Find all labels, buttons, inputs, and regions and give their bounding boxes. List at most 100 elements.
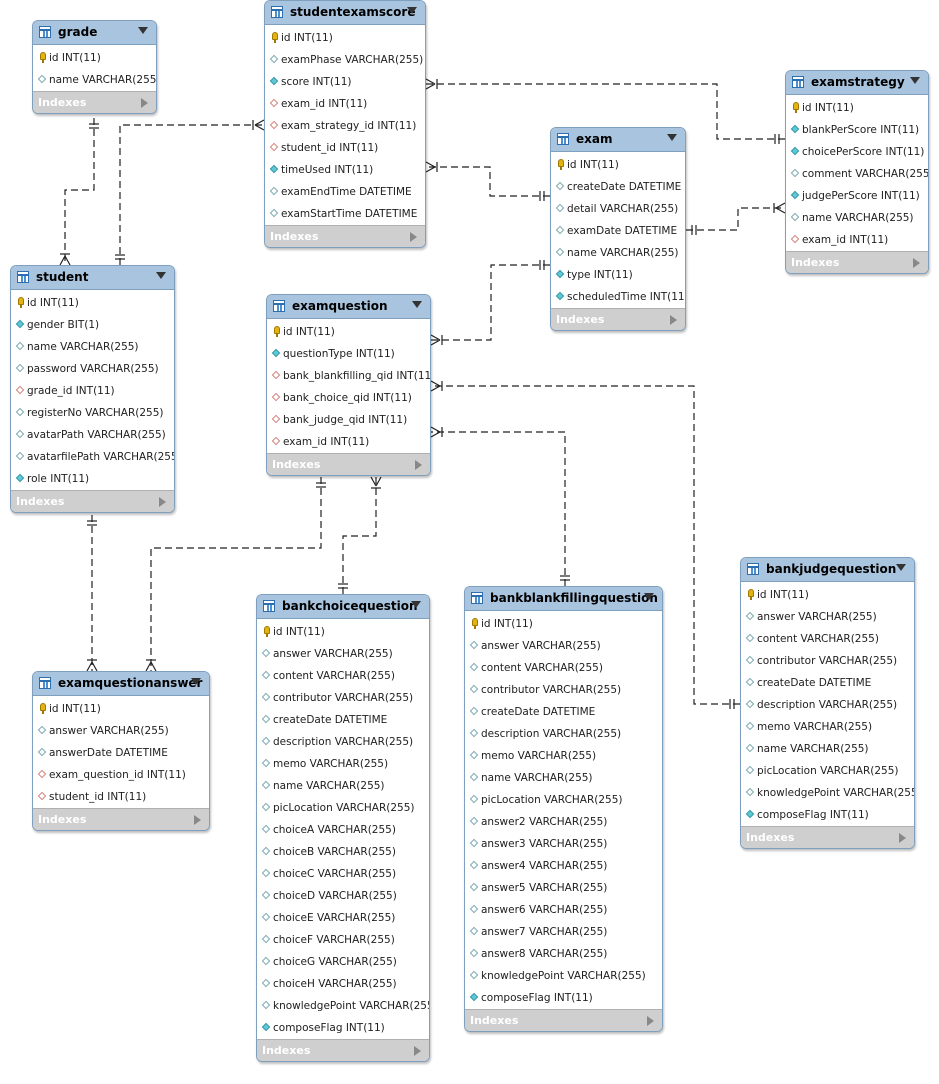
column-row[interactable]: judgePerScore INT(11)	[786, 185, 928, 207]
column-row[interactable]: choiceC VARCHAR(255)	[257, 863, 429, 885]
indexes-section[interactable]: Indexes	[33, 91, 156, 113]
column-row[interactable]: examEndTime DATETIME	[265, 181, 425, 203]
column-row[interactable]: choiceG VARCHAR(255)	[257, 951, 429, 973]
column-row[interactable]: exam_strategy_id INT(11)	[265, 115, 425, 137]
column-row[interactable]: createDate DATETIME	[741, 672, 914, 694]
collapse-arrow-icon[interactable]	[407, 7, 417, 14]
column-row[interactable]: answer6 VARCHAR(255)	[465, 899, 662, 921]
column-row[interactable]: name VARCHAR(255)	[741, 738, 914, 760]
column-row[interactable]: answer4 VARCHAR(255)	[465, 855, 662, 877]
column-row[interactable]: answer VARCHAR(255)	[257, 643, 429, 665]
column-row[interactable]: choiceD VARCHAR(255)	[257, 885, 429, 907]
indexes-section[interactable]: Indexes	[741, 826, 914, 848]
column-row[interactable]: id INT(11)	[267, 321, 430, 343]
collapse-arrow-icon[interactable]	[644, 593, 654, 600]
column-row[interactable]: picLocation VARCHAR(255)	[257, 797, 429, 819]
expand-arrow-icon[interactable]	[415, 460, 422, 470]
column-row[interactable]: knowledgePoint VARCHAR(255)	[465, 965, 662, 987]
column-row[interactable]: contributor VARCHAR(255)	[465, 679, 662, 701]
column-row[interactable]: grade_id INT(11)	[11, 380, 174, 402]
column-row[interactable]: detail VARCHAR(255)	[551, 198, 685, 220]
column-row[interactable]: score INT(11)	[265, 71, 425, 93]
column-row[interactable]: content VARCHAR(255)	[741, 628, 914, 650]
column-row[interactable]: id INT(11)	[33, 698, 209, 720]
column-row[interactable]: choicePerScore INT(11)	[786, 141, 928, 163]
column-row[interactable]: comment VARCHAR(255)	[786, 163, 928, 185]
expand-arrow-icon[interactable]	[141, 98, 148, 108]
expand-arrow-icon[interactable]	[159, 497, 166, 507]
column-row[interactable]: choiceE VARCHAR(255)	[257, 907, 429, 929]
column-row[interactable]: picLocation VARCHAR(255)	[741, 760, 914, 782]
column-row[interactable]: bank_choice_qid INT(11)	[267, 387, 430, 409]
indexes-section[interactable]: Indexes	[551, 308, 685, 330]
column-row[interactable]: contributor VARCHAR(255)	[741, 650, 914, 672]
expand-arrow-icon[interactable]	[414, 1046, 421, 1056]
indexes-section[interactable]: Indexes	[265, 225, 425, 247]
column-row[interactable]: answer2 VARCHAR(255)	[465, 811, 662, 833]
column-row[interactable]: name VARCHAR(255)	[786, 207, 928, 229]
expand-arrow-icon[interactable]	[899, 833, 906, 843]
column-row[interactable]: composeFlag INT(11)	[465, 987, 662, 1009]
column-row[interactable]: id INT(11)	[741, 584, 914, 606]
column-row[interactable]: exam_id INT(11)	[267, 431, 430, 453]
expand-arrow-icon[interactable]	[194, 815, 201, 825]
column-row[interactable]: picLocation VARCHAR(255)	[465, 789, 662, 811]
table-header[interactable]: examquestion	[267, 295, 430, 319]
column-row[interactable]: contributor VARCHAR(255)	[257, 687, 429, 709]
column-row[interactable]: name VARCHAR(255)	[33, 69, 156, 91]
expand-arrow-icon[interactable]	[670, 315, 677, 325]
column-row[interactable]: createDate DATETIME	[465, 701, 662, 723]
column-row[interactable]: composeFlag INT(11)	[741, 804, 914, 826]
indexes-section[interactable]: Indexes	[786, 251, 928, 273]
column-row[interactable]: student_id INT(11)	[33, 786, 209, 808]
column-row[interactable]: name VARCHAR(255)	[257, 775, 429, 797]
column-row[interactable]: id INT(11)	[33, 47, 156, 69]
column-row[interactable]: content VARCHAR(255)	[465, 657, 662, 679]
column-row[interactable]: bank_blankfilling_qid INT(11)	[267, 365, 430, 387]
column-row[interactable]: name VARCHAR(255)	[465, 767, 662, 789]
collapse-arrow-icon[interactable]	[191, 678, 201, 685]
column-row[interactable]: gender BIT(1)	[11, 314, 174, 336]
column-row[interactable]: content VARCHAR(255)	[257, 665, 429, 687]
table-header[interactable]: student	[11, 266, 174, 290]
table-header[interactable]: examstrategy	[786, 71, 928, 95]
column-row[interactable]: createDate DATETIME	[551, 176, 685, 198]
column-row[interactable]: type INT(11)	[551, 264, 685, 286]
column-row[interactable]: examDate DATETIME	[551, 220, 685, 242]
table-header[interactable]: grade	[33, 21, 156, 45]
collapse-arrow-icon[interactable]	[156, 272, 166, 279]
column-row[interactable]: choiceA VARCHAR(255)	[257, 819, 429, 841]
column-row[interactable]: questionType INT(11)	[267, 343, 430, 365]
collapse-arrow-icon[interactable]	[412, 301, 422, 308]
column-row[interactable]: memo VARCHAR(255)	[257, 753, 429, 775]
column-row[interactable]: knowledgePoint VARCHAR(255)	[741, 782, 914, 804]
column-row[interactable]: id INT(11)	[257, 621, 429, 643]
column-row[interactable]: name VARCHAR(255)	[551, 242, 685, 264]
indexes-section[interactable]: Indexes	[33, 808, 209, 830]
indexes-section[interactable]: Indexes	[267, 453, 430, 475]
column-row[interactable]: avatarfilePath VARCHAR(255)	[11, 446, 174, 468]
table-header[interactable]: bankchoicequestion	[257, 595, 429, 619]
column-row[interactable]: scheduledTime INT(11)	[551, 286, 685, 308]
column-row[interactable]: createDate DATETIME	[257, 709, 429, 731]
column-row[interactable]: exam_id INT(11)	[786, 229, 928, 251]
column-row[interactable]: answer7 VARCHAR(255)	[465, 921, 662, 943]
column-row[interactable]: description VARCHAR(255)	[257, 731, 429, 753]
expand-arrow-icon[interactable]	[647, 1016, 654, 1026]
column-row[interactable]: id INT(11)	[465, 613, 662, 635]
column-row[interactable]: name VARCHAR(255)	[11, 336, 174, 358]
column-row[interactable]: choiceF VARCHAR(255)	[257, 929, 429, 951]
column-row[interactable]: id INT(11)	[265, 27, 425, 49]
column-row[interactable]: answer8 VARCHAR(255)	[465, 943, 662, 965]
column-row[interactable]: description VARCHAR(255)	[465, 723, 662, 745]
column-row[interactable]: memo VARCHAR(255)	[465, 745, 662, 767]
collapse-arrow-icon[interactable]	[138, 27, 148, 34]
column-row[interactable]: blankPerScore INT(11)	[786, 119, 928, 141]
